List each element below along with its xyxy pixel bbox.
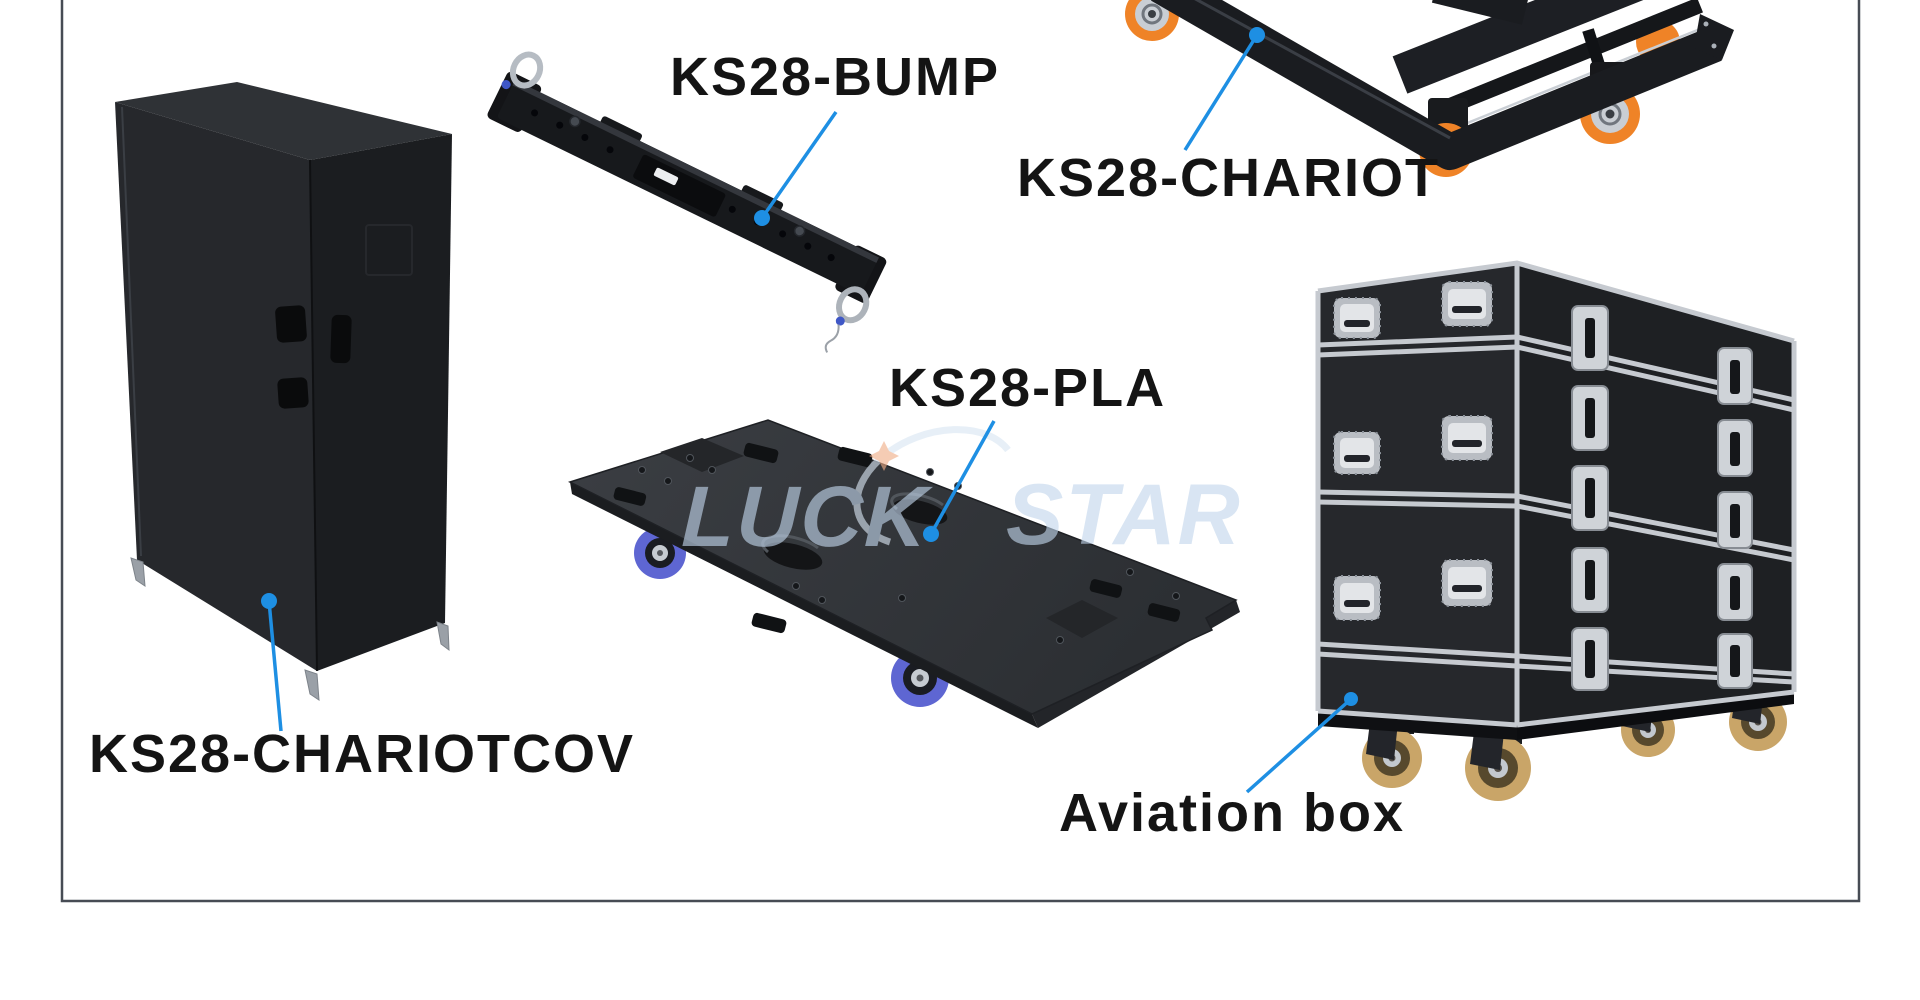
dish-handle — [1441, 415, 1493, 461]
leader-dot-chariotcov — [261, 593, 277, 609]
label-ks28-chariotcov: KS28-CHARIOTCOV — [89, 724, 636, 784]
chariot-inner-rail — [1442, 0, 1703, 116]
leader-line-chariot — [1183, 34, 1259, 151]
leader-dot-chariot — [1249, 27, 1265, 43]
plate-handle-slot — [761, 534, 823, 570]
case-latch-plates — [1571, 305, 1753, 691]
chariot-rail-highlight — [1454, 27, 1701, 130]
cover-flap-stitch-outline — [365, 224, 413, 276]
ks28-chariotcov-product — [115, 82, 452, 701]
chariot-inner-rail — [1392, 0, 1644, 94]
bump-bolt-holes — [531, 109, 835, 262]
leader-dot-bump — [754, 210, 770, 226]
chariot-cross-member — [1582, 28, 1606, 70]
dish-handle — [1333, 431, 1381, 475]
bump-left-shackle — [509, 51, 544, 89]
plate-screws — [638, 454, 1180, 644]
leader-lines — [267, 34, 1353, 794]
label-aviation-box: Aviation box — [1059, 783, 1406, 843]
bump-label-slot — [653, 167, 679, 186]
aviation-box-product — [1315, 260, 1797, 801]
caster-wheel-gold — [1465, 726, 1531, 801]
label-ks28-chariot: KS28-CHARIOT — [1017, 148, 1441, 208]
brand-watermark: LUCK STAR — [680, 426, 1242, 565]
bump-pin-wire — [824, 324, 840, 353]
chariot-rail-edge-highlight — [1194, 0, 1451, 140]
bump-left-safety-pin — [501, 80, 511, 90]
leader-line-pla — [929, 420, 996, 535]
bracket-screw — [1711, 43, 1717, 49]
leader-line-bump — [760, 110, 838, 220]
case-dish-handles — [1333, 281, 1493, 621]
watermark-text-right: STAR — [1006, 467, 1242, 563]
chariot-back-rail — [1431, 0, 1528, 25]
cover-top-face — [115, 82, 452, 160]
plate-handle-slot — [890, 492, 948, 525]
ks28-pla-product — [568, 419, 1240, 728]
cover-corner-edge — [309, 159, 318, 672]
caster-wheel-orange — [1125, 0, 1179, 41]
cover-feet — [130, 557, 450, 701]
bracket-screw — [1703, 21, 1709, 27]
cover-handle-cutouts — [275, 305, 352, 409]
bump-top-highlight — [512, 80, 880, 263]
caster-mount — [1428, 98, 1468, 132]
label-ks28-pla: KS28-PLA — [889, 358, 1167, 418]
leader-line-aviation — [1245, 697, 1353, 794]
bump-right-safety-pin — [835, 316, 845, 326]
ks28-bump-product — [487, 51, 887, 353]
bump-right-shackle — [836, 286, 870, 324]
dish-handle — [1441, 559, 1493, 607]
case-base-strip — [1318, 711, 1517, 740]
caster-wheel-gold — [1362, 716, 1422, 788]
plate-mounting-pad — [1046, 600, 1118, 638]
plate-front-edge — [570, 482, 1038, 728]
watermark-star-icon — [869, 441, 899, 471]
leader-line-chariotcov — [267, 600, 283, 732]
case-base-strip — [1517, 692, 1794, 740]
cover-side-face — [310, 134, 452, 671]
dish-handle — [1333, 575, 1381, 621]
leader-dots — [261, 27, 1358, 706]
cover-front-face — [115, 102, 317, 671]
leader-dot-aviation — [1344, 692, 1358, 706]
dish-handle — [1441, 281, 1493, 327]
dish-handle — [1333, 297, 1381, 339]
figure-border-frame — [60, 0, 1861, 903]
cover-edge-crease — [121, 106, 142, 557]
plate-tabs — [613, 442, 1181, 634]
bump-bolt-heads — [569, 115, 806, 237]
label-ks28-bump: KS28-BUMP — [670, 47, 1001, 107]
plate-mounting-pad — [660, 438, 744, 472]
watermark-text-left: LUCK — [680, 469, 934, 565]
leader-dot-pla — [923, 526, 939, 542]
